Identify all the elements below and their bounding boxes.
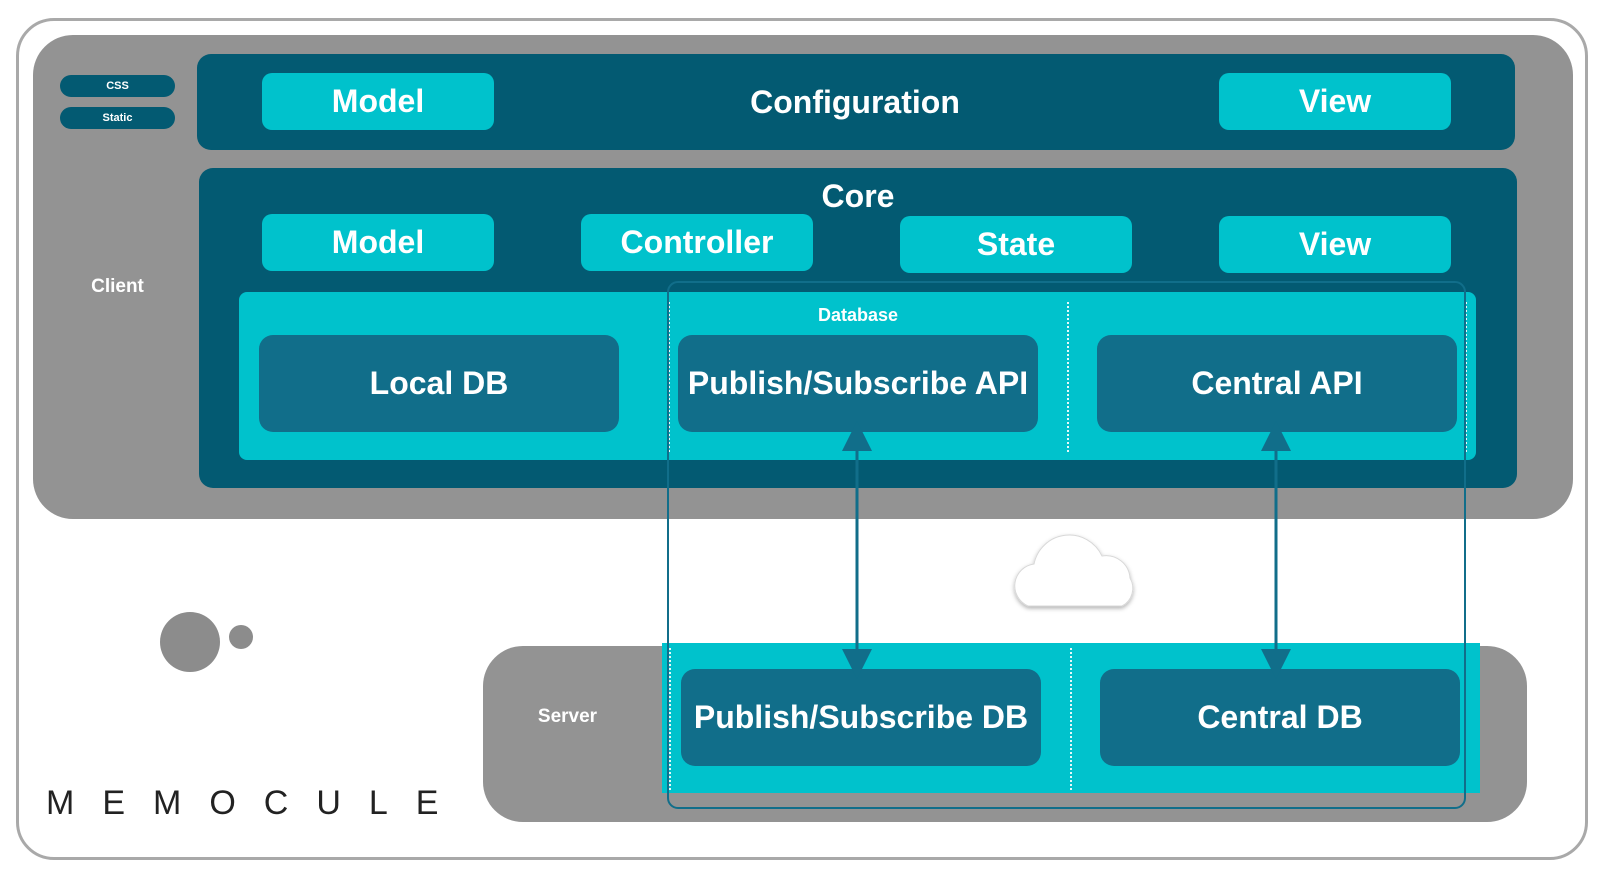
logo-large-dot (160, 612, 220, 672)
static-chip: Static (60, 107, 175, 129)
css-chip: CSS (60, 75, 175, 97)
configuration-view: View (1219, 73, 1451, 130)
configuration-title: Configuration (750, 83, 960, 120)
pubsub-api: Publish/Subscribe API (678, 335, 1038, 432)
brand-wordmark: MEMOCULE (46, 784, 467, 822)
client-label: Client (91, 276, 144, 297)
core-state: State (900, 216, 1132, 273)
database-divider-2 (1067, 302, 1069, 452)
core-view: View (1219, 216, 1451, 273)
server-divider-left (669, 648, 671, 790)
server-divider (1070, 648, 1072, 790)
database-title: Database (817, 304, 899, 325)
central-api: Central API (1097, 335, 1457, 432)
sync-boundary-outline (667, 281, 1466, 809)
cloud-icon (1014, 534, 1134, 607)
pubsub-db: Publish/Subscribe DB (681, 669, 1041, 766)
core-title: Core (821, 177, 895, 214)
central-db: Central DB (1100, 669, 1460, 766)
local-db: Local DB (259, 335, 619, 432)
core-controller: Controller (581, 214, 813, 271)
core-model: Model (262, 214, 494, 271)
server-label: Server (537, 706, 598, 727)
configuration-model: Model (262, 73, 494, 130)
logo-small-dot (229, 625, 253, 649)
